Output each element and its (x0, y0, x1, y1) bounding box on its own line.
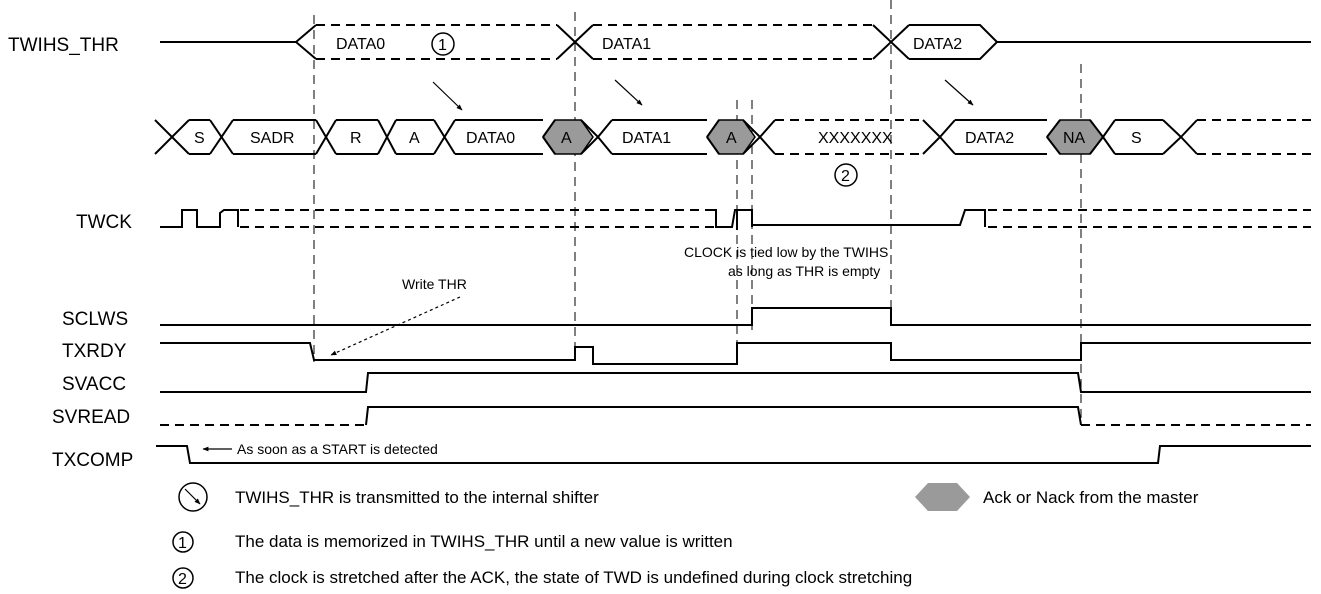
transfer-arrow-data0 (432, 81, 463, 111)
bus-cell-data0: DATA0 (466, 130, 515, 147)
legend: TWIHS_THR is transmitted to the internal… (172, 482, 1199, 589)
bus-cell-s2: S (1131, 130, 1142, 147)
svacc-waveform (160, 372, 1311, 393)
bus-cell-sadr: SADR (250, 130, 294, 147)
marker-one (431, 32, 455, 56)
bus-cell-s1: S (194, 130, 205, 147)
note-start: As soon as a START is detected (237, 441, 438, 457)
marker-one-label: 1 (438, 37, 447, 54)
legend-one-label: 1 (178, 535, 187, 552)
marker-two-label: 2 (841, 168, 850, 185)
note-clock-line1: CLOCK is tied low by the TWIHS (684, 244, 888, 260)
svread-waveform (160, 406, 1311, 426)
bus-cell-a3: A (726, 130, 737, 147)
guide-lines (313, 0, 1082, 425)
legend-one-icon (172, 531, 194, 553)
legend-arrow-text: TWIHS_THR is transmitted to the internal… (235, 488, 599, 507)
transfer-arrow-data1 (614, 79, 643, 106)
thr-cell-data2: DATA2 (913, 36, 962, 53)
signal-label-svread: SVREAD (52, 407, 130, 428)
signal-label-twck: TWCK (76, 212, 132, 233)
txrdy-waveform (160, 342, 1311, 365)
legend-two-label: 2 (178, 571, 187, 588)
marker-two (834, 163, 858, 187)
bus-cell-r: R (350, 130, 362, 147)
legend-ack-text: Ack or Nack from the master (983, 488, 1199, 507)
signal-label-thr: TWIHS_THR (8, 35, 119, 56)
txcomp-waveform (156, 445, 1311, 464)
bus-cell-data1: DATA1 (622, 130, 671, 147)
thr-cell-data0: DATA0 (336, 36, 385, 53)
note-write-thr: Write THR (402, 276, 467, 292)
bus-waveform (154, 119, 1311, 155)
bus-cell-data2: DATA2 (965, 130, 1014, 147)
twck-waveform (160, 209, 1311, 230)
thr-cell-data1: DATA1 (602, 36, 651, 53)
bus-cell-xx: XXXXXXX (818, 130, 893, 147)
legend-one-text: The data is memorized in TWIHS_THR until… (235, 532, 733, 551)
legend-ack-icon (915, 483, 970, 511)
bus-cell-na: NA (1063, 130, 1086, 147)
legend-two-icon (172, 567, 194, 589)
transfer-arrow-data2 (944, 79, 974, 106)
signal-label-txrdy: TXRDY (62, 341, 127, 362)
signal-label-txcomp: TXCOMP (52, 450, 133, 471)
sclws-waveform (160, 307, 1311, 326)
thr-waveform (160, 24, 1311, 60)
signal-label-svacc: SVACC (62, 374, 126, 395)
bus-cell-a2: A (561, 130, 572, 147)
signal-label-sclws: SCLWS (62, 309, 128, 330)
note-clock-line2: as long as THR is empty (728, 263, 880, 279)
bus-cell-a1: A (409, 130, 420, 147)
legend-two-text: The clock is stretched after the ACK, th… (235, 568, 912, 587)
